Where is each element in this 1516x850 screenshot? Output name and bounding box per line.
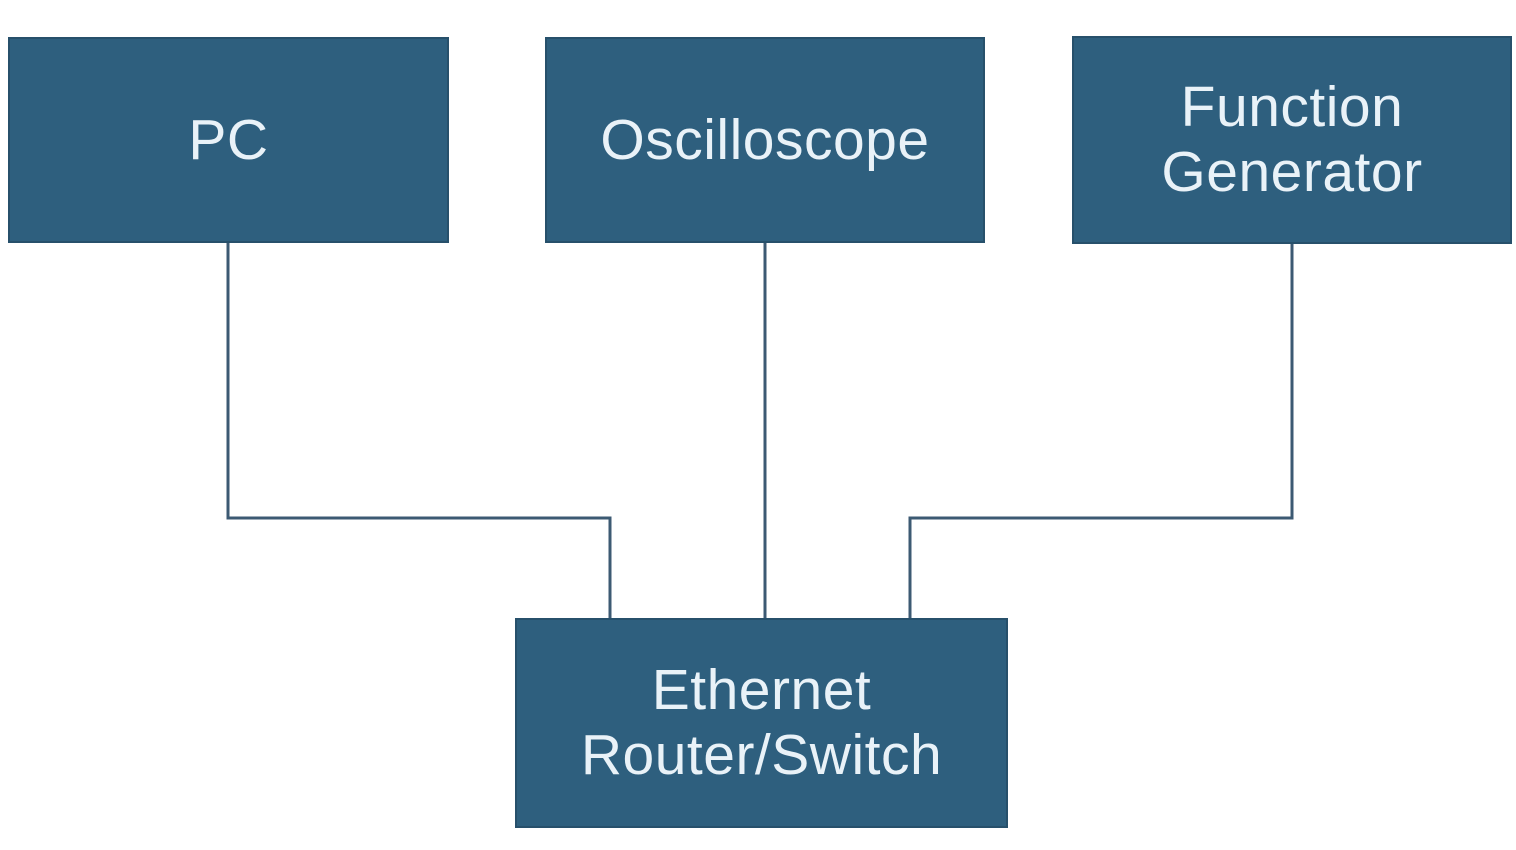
node-pc-label-line: PC: [188, 107, 269, 172]
edge-pc-to-router: [226, 242, 612, 620]
node-function-generator: Function Generator: [1072, 36, 1512, 244]
node-function-generator-label: Function Generator: [1161, 75, 1422, 205]
node-oscilloscope: Oscilloscope: [545, 37, 985, 243]
node-ethernet-router-switch: Ethernet Router/Switch: [515, 618, 1008, 828]
node-pc-label: PC: [188, 108, 268, 173]
node-function-generator-label-line1: Function: [1180, 75, 1404, 140]
node-ethernet-router-switch-label-line2: Router/Switch: [580, 723, 943, 787]
node-ethernet-router-switch-label-line1: Ethernet: [651, 658, 872, 723]
node-oscilloscope-label-line: Oscilloscope: [600, 107, 930, 172]
node-function-generator-label-line2: Generator: [1161, 140, 1423, 204]
edge-function-generator-to-router: [908, 242, 1294, 620]
node-pc: PC: [8, 37, 449, 243]
node-oscilloscope-label: Oscilloscope: [600, 108, 929, 173]
node-ethernet-router-switch-label: Ethernet Router/Switch: [581, 658, 942, 788]
